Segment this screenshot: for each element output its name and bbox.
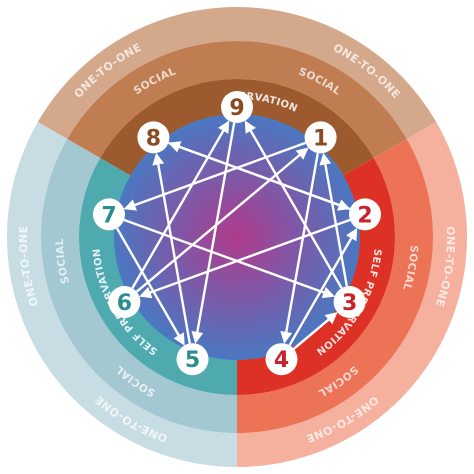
point-7-circle: [93, 198, 125, 231]
sector-rings: [6, 7, 467, 467]
point-3-circle: [333, 286, 366, 318]
point-9-circle: [221, 91, 253, 123]
point-5-label: 5: [185, 348, 200, 373]
arrow-1-to-4: [280, 152, 319, 344]
point-5-circle: [176, 343, 209, 376]
point-8: 8: [137, 121, 170, 154]
point-1-label: 1: [313, 126, 328, 151]
point-6: 6: [108, 286, 141, 318]
point-3: 3: [333, 286, 366, 318]
core-circle: [114, 114, 360, 360]
sector-body-inner-ring: [100, 79, 374, 177]
arrow-1-to-7: [123, 141, 306, 211]
arrow-4-to-2: [288, 227, 358, 346]
point-4-circle: [265, 343, 298, 376]
arrow-6-to-1: [135, 147, 309, 293]
point-4-label: 4: [274, 348, 289, 373]
arrow-5-to-8: [152, 152, 191, 344]
sector-heart-outer-ring: [237, 122, 467, 467]
point-6-label: 6: [117, 291, 132, 316]
arrow-2-to-8: [168, 141, 351, 211]
point-2-label: 2: [357, 203, 372, 228]
arrow-2-to-6: [139, 218, 351, 299]
point-4: 4: [265, 343, 298, 376]
point-9-label: 9: [229, 96, 244, 121]
arrow-6-to-9: [131, 120, 230, 289]
arrow-7-to-5: [115, 227, 185, 346]
point-8-circle: [137, 121, 170, 154]
sector-head-middle-ring: [40, 139, 237, 433]
point-1-circle: [304, 121, 337, 154]
point-2-circle: [349, 198, 381, 231]
sector-heart-inner-ring: [237, 158, 395, 395]
arrow-9-to-5: [191, 122, 236, 344]
point-2: 2: [349, 198, 381, 231]
point-6-circle: [108, 286, 141, 318]
sector-heart-middle-ring: [237, 139, 433, 433]
point-9: 9: [221, 91, 253, 123]
point-7-label: 7: [101, 203, 116, 228]
arrow-lines: [115, 120, 358, 350]
arrow-3-to-9: [244, 120, 343, 289]
point-8-label: 8: [146, 126, 161, 151]
point-1: 1: [304, 121, 337, 154]
arrow-3-to-1: [319, 152, 348, 287]
point-5: 5: [176, 343, 209, 376]
sector-body-middle-ring: [67, 41, 407, 159]
arrow-4-to-3: [292, 312, 338, 350]
sector-head-outer-ring: [6, 122, 237, 467]
arrow-7-to-3: [123, 218, 335, 299]
sector-head-inner-ring: [78, 158, 238, 395]
sector-body-outer-ring: [37, 7, 437, 139]
point-3-label: 3: [342, 291, 357, 316]
point-7: 7: [93, 198, 125, 231]
number-points: 9 1 2 3 4 5 6 7 8: [93, 91, 381, 376]
